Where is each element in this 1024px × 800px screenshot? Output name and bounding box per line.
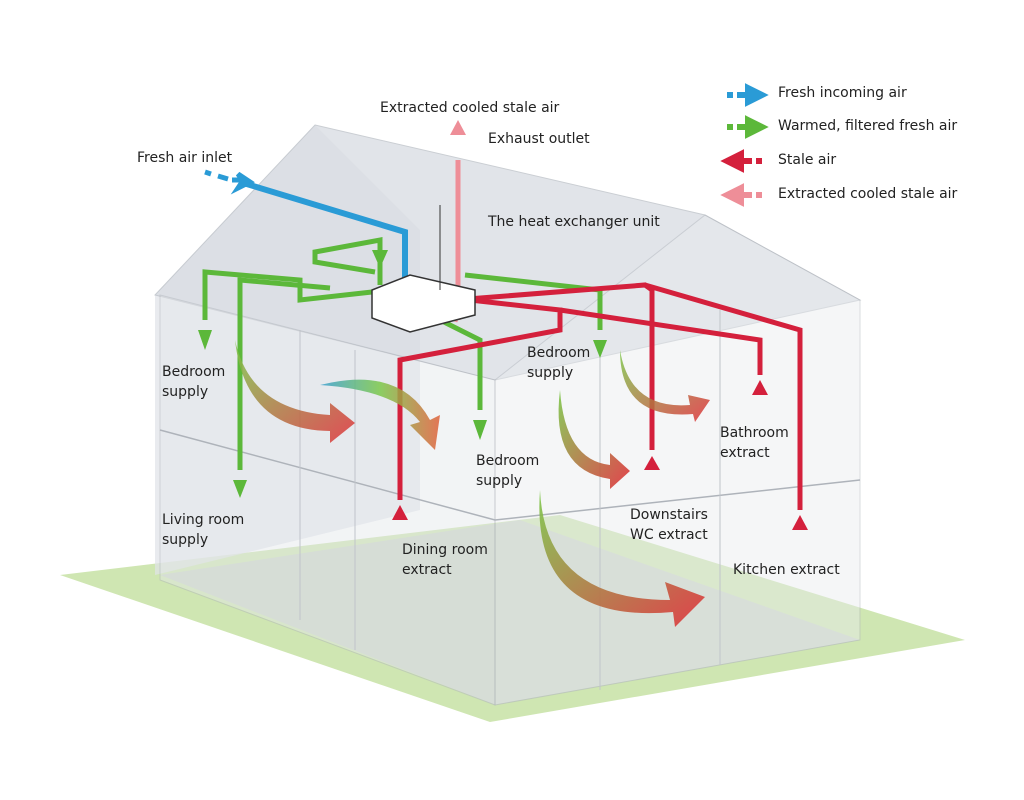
label-heat-exchanger: The heat exchanger unit (488, 214, 660, 230)
legend-warmed-fresh: Warmed, filtered fresh air (778, 118, 958, 134)
floor (160, 520, 860, 705)
airflow-arrow (539, 490, 705, 627)
extract-ducts (397, 282, 803, 510)
legend-stale: Stale air (778, 152, 837, 168)
label-exhaust-outlet: Exhaust outlet (488, 131, 590, 147)
heat-exchanger-unit (371, 274, 476, 333)
fresh-air-duct (239, 179, 408, 282)
label-extracted: Extracted cooled stale air (380, 100, 560, 116)
legend-extracted: Extracted cooled stale air (778, 186, 958, 202)
roof (154, 124, 862, 381)
legend-fresh-incoming: Fresh incoming air (778, 85, 907, 101)
label-fresh-air-inlet: Fresh air inlet (137, 150, 233, 166)
airflow-arrow (320, 379, 440, 450)
airflow-arrow (558, 390, 630, 489)
label-kitchen-extract: Kitchen extract (733, 562, 840, 578)
airflow-arrow (235, 340, 355, 443)
legend-icons (720, 83, 769, 207)
airflow-arrow (620, 350, 710, 422)
